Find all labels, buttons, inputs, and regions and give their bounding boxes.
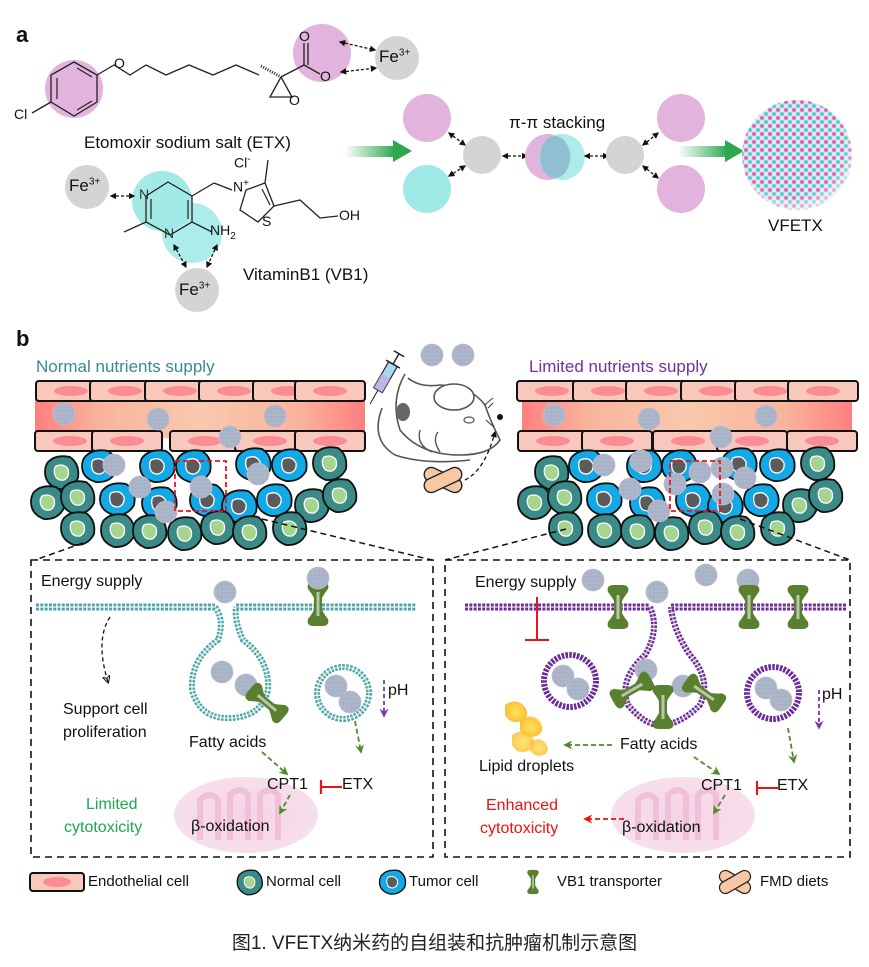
fmd-diets-icon: [718, 869, 752, 895]
normal-nutrients-title: Normal nutrients supply: [36, 357, 215, 376]
iron-ion-bottom-label: Fe3+: [179, 280, 211, 299]
etx-structure: [31, 24, 419, 118]
iron-unit: [463, 136, 501, 174]
right-blood-vessel: [516, 380, 859, 452]
left-etx: ETX: [342, 776, 374, 793]
right-mitochondrion: [611, 777, 755, 853]
left-cpt1: CPT1: [267, 776, 308, 793]
limited-cytotoxicity-2: cytotoxicity: [64, 819, 143, 836]
etx-unit-3: [657, 165, 705, 213]
iron-ion-left-label: Fe3+: [69, 176, 101, 195]
vb1-unit: [403, 165, 451, 213]
tumor-cell-icon: [378, 869, 407, 895]
iron-ion-top-label: Fe3+: [379, 47, 411, 66]
pyrimidine-n3-label: N: [164, 225, 175, 241]
figure-caption: 图1. VFETX纳米药的自组装和抗肿瘤机制示意图: [231, 933, 638, 954]
left-blood-vessel: [34, 380, 366, 452]
legend-endothelial: Endothelial cell: [88, 873, 189, 890]
lipid-droplets: [505, 701, 548, 756]
limited-nutrients-title: Limited nutrients supply: [529, 357, 708, 376]
pyrimidine-n1-label: N: [139, 186, 150, 202]
right-beta-oxidation: β-oxidation: [622, 819, 701, 836]
support-line-1: Support cell: [63, 701, 148, 718]
epoxide-oxygen-label: O: [289, 92, 300, 108]
lipid-droplets-label: Lipid droplets: [479, 758, 575, 775]
iron-unit-2: [606, 136, 644, 174]
assembly-arrow-1: [345, 140, 412, 162]
assembly-arrow-2: [678, 140, 744, 162]
left-mitochondrion: [174, 777, 318, 853]
ether-oxygen-label: O: [114, 55, 125, 71]
right-detail-box: [444, 559, 851, 858]
right-fatty-acids: Fatty acids: [620, 736, 698, 753]
right-etx: ETX: [777, 777, 809, 794]
iron-ion-left: [65, 165, 109, 209]
right-cpt1: CPT1: [701, 777, 742, 794]
left-beta-oxidation: β-oxidation: [191, 818, 270, 835]
iron-ion-top: [375, 36, 419, 80]
stacking-schematic: [403, 94, 705, 213]
mouse-illustration: [369, 343, 503, 494]
iron-ion-bottom: [175, 268, 219, 312]
support-line-2: proliferation: [63, 724, 147, 741]
syringe-icon: [369, 350, 405, 405]
panel-a-label: a: [16, 22, 29, 47]
endothelial-cell-icon: [29, 872, 85, 892]
legend-icons: [29, 869, 752, 896]
left-detail-box: [30, 559, 434, 858]
left-ph: pH: [388, 682, 409, 699]
right-tumor-tissue: [517, 446, 844, 551]
carbonyl-oxygen-label: O: [299, 28, 310, 44]
sulfur-label: S: [262, 213, 272, 229]
hydroxyl-label: OH: [339, 207, 360, 223]
chloride-label: Cl-: [234, 154, 251, 171]
vb1-transporter-icon: [527, 869, 539, 895]
legend-tumor: Tumor cell: [409, 873, 479, 890]
fmd-diet-food: [423, 466, 463, 494]
etx-aromatic-ring-highlight: [45, 60, 103, 118]
thiazolium-n-label: N+: [233, 178, 249, 195]
enhanced-cytotoxicity-1: Enhanced: [486, 797, 559, 814]
normal-cell-icon: [236, 869, 263, 896]
left-tumor-tissue: [30, 446, 358, 551]
etx-unit: [403, 94, 451, 142]
legend-vb1-transporter: VB1 transporter: [557, 873, 663, 890]
etx-name: Etomoxir sodium salt (ETX): [84, 133, 291, 152]
vb1-structure: [65, 159, 339, 312]
enhanced-cytotoxicity-2: cytotoxicity: [480, 820, 559, 837]
vfetx-nanoparticle: [742, 100, 852, 210]
right-membrane: [465, 563, 847, 853]
stacking-label: π-π stacking: [509, 113, 606, 132]
carboxylate-oxygen-label: O: [320, 68, 331, 84]
left-energy-supply: Energy supply: [41, 573, 143, 590]
legend-normal: Normal cell: [266, 873, 342, 890]
left-fatty-acids: Fatty acids: [189, 734, 267, 751]
etx-unit-2: [657, 94, 705, 142]
right-ph: pH: [822, 686, 843, 703]
vfetx-label: VFETX: [768, 216, 823, 235]
vb1-name: VitaminB1 (VB1): [243, 265, 369, 284]
amine-label: NH2: [210, 222, 236, 242]
chlorine-atom-label: Cl: [14, 106, 28, 122]
right-energy-supply: Energy supply: [475, 574, 577, 591]
panel-b-label: b: [16, 326, 30, 351]
limited-cytotoxicity-1: Limited: [86, 796, 138, 813]
legend-fmd-diets: FMD diets: [760, 873, 829, 890]
left-membrane: [36, 566, 416, 853]
